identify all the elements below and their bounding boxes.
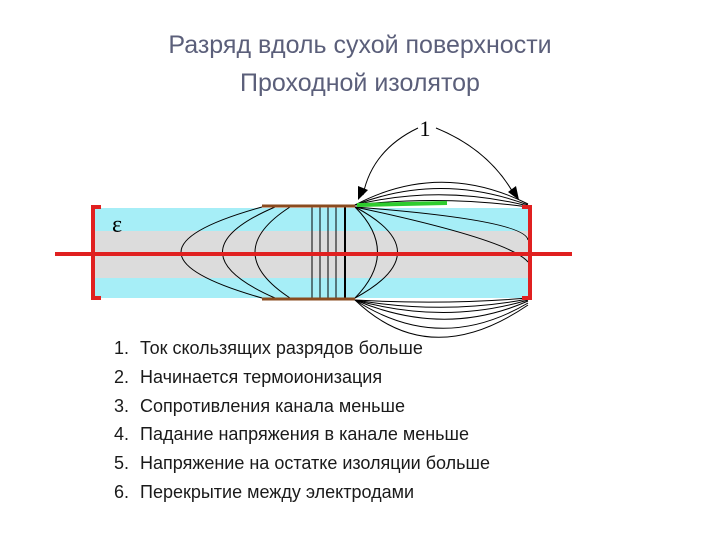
step-number: 1. xyxy=(114,338,130,358)
permittivity-symbol: ε xyxy=(112,212,122,238)
step-text: Перекрытие между электродами xyxy=(140,481,415,502)
discharge-channel xyxy=(356,201,448,207)
step-item: 6. Перекрытие между электродами xyxy=(114,478,490,507)
slide-title: Разряд вдоль сухой поверхности xyxy=(168,31,552,59)
field-line xyxy=(354,206,529,241)
step-number: 3. xyxy=(114,395,130,416)
field-line xyxy=(354,297,529,303)
step-text: Начинается термоионизация xyxy=(140,366,383,387)
step-item: 5. Напряжение на остатке изоляции больше xyxy=(114,449,490,478)
field-line xyxy=(354,299,529,338)
field-line xyxy=(354,194,529,207)
field-line xyxy=(354,299,529,313)
callout-arrow-left xyxy=(362,127,419,196)
step-item: 3. Сопротивления канала меньше xyxy=(114,392,490,421)
step-item: 4. Падание напряжения в канале меньше xyxy=(114,420,490,449)
step-number: 2. xyxy=(114,366,130,387)
step-text: Напряжение на остатке изоляции больше xyxy=(140,453,490,474)
step-text: Ток скользящих разрядов больше xyxy=(140,338,423,358)
steps-list: 1. Ток скользящих разрядов больше 2. Начин… xyxy=(114,334,490,507)
slide-subtitle: Проходной изолятор xyxy=(240,69,480,97)
callout-label: 1 xyxy=(420,116,431,141)
field-line xyxy=(354,299,529,320)
left-electrode-bracket xyxy=(91,205,101,300)
arrowhead-left xyxy=(358,186,368,200)
field-line xyxy=(354,298,529,308)
field-line xyxy=(354,299,529,329)
step-item: 1. Ток скользящих разрядов больше xyxy=(114,334,490,363)
step-text: Падание напряжения в канале меньше xyxy=(140,424,469,445)
step-text: Сопротивления канала меньше xyxy=(140,395,405,416)
step-number: 6. xyxy=(114,481,130,502)
field-line xyxy=(354,188,529,206)
step-number: 5. xyxy=(114,453,130,474)
right-electrode-bracket xyxy=(522,205,532,300)
callout-arrows xyxy=(362,127,516,197)
step-number: 4. xyxy=(114,424,130,445)
step-item: 2. Начинается термоионизация xyxy=(114,363,490,392)
arrowhead-right xyxy=(508,186,519,200)
field-line xyxy=(354,206,529,263)
field-line xyxy=(354,181,529,206)
callout-arrow-right xyxy=(435,127,516,197)
external-field-lines-bottom xyxy=(354,297,529,338)
